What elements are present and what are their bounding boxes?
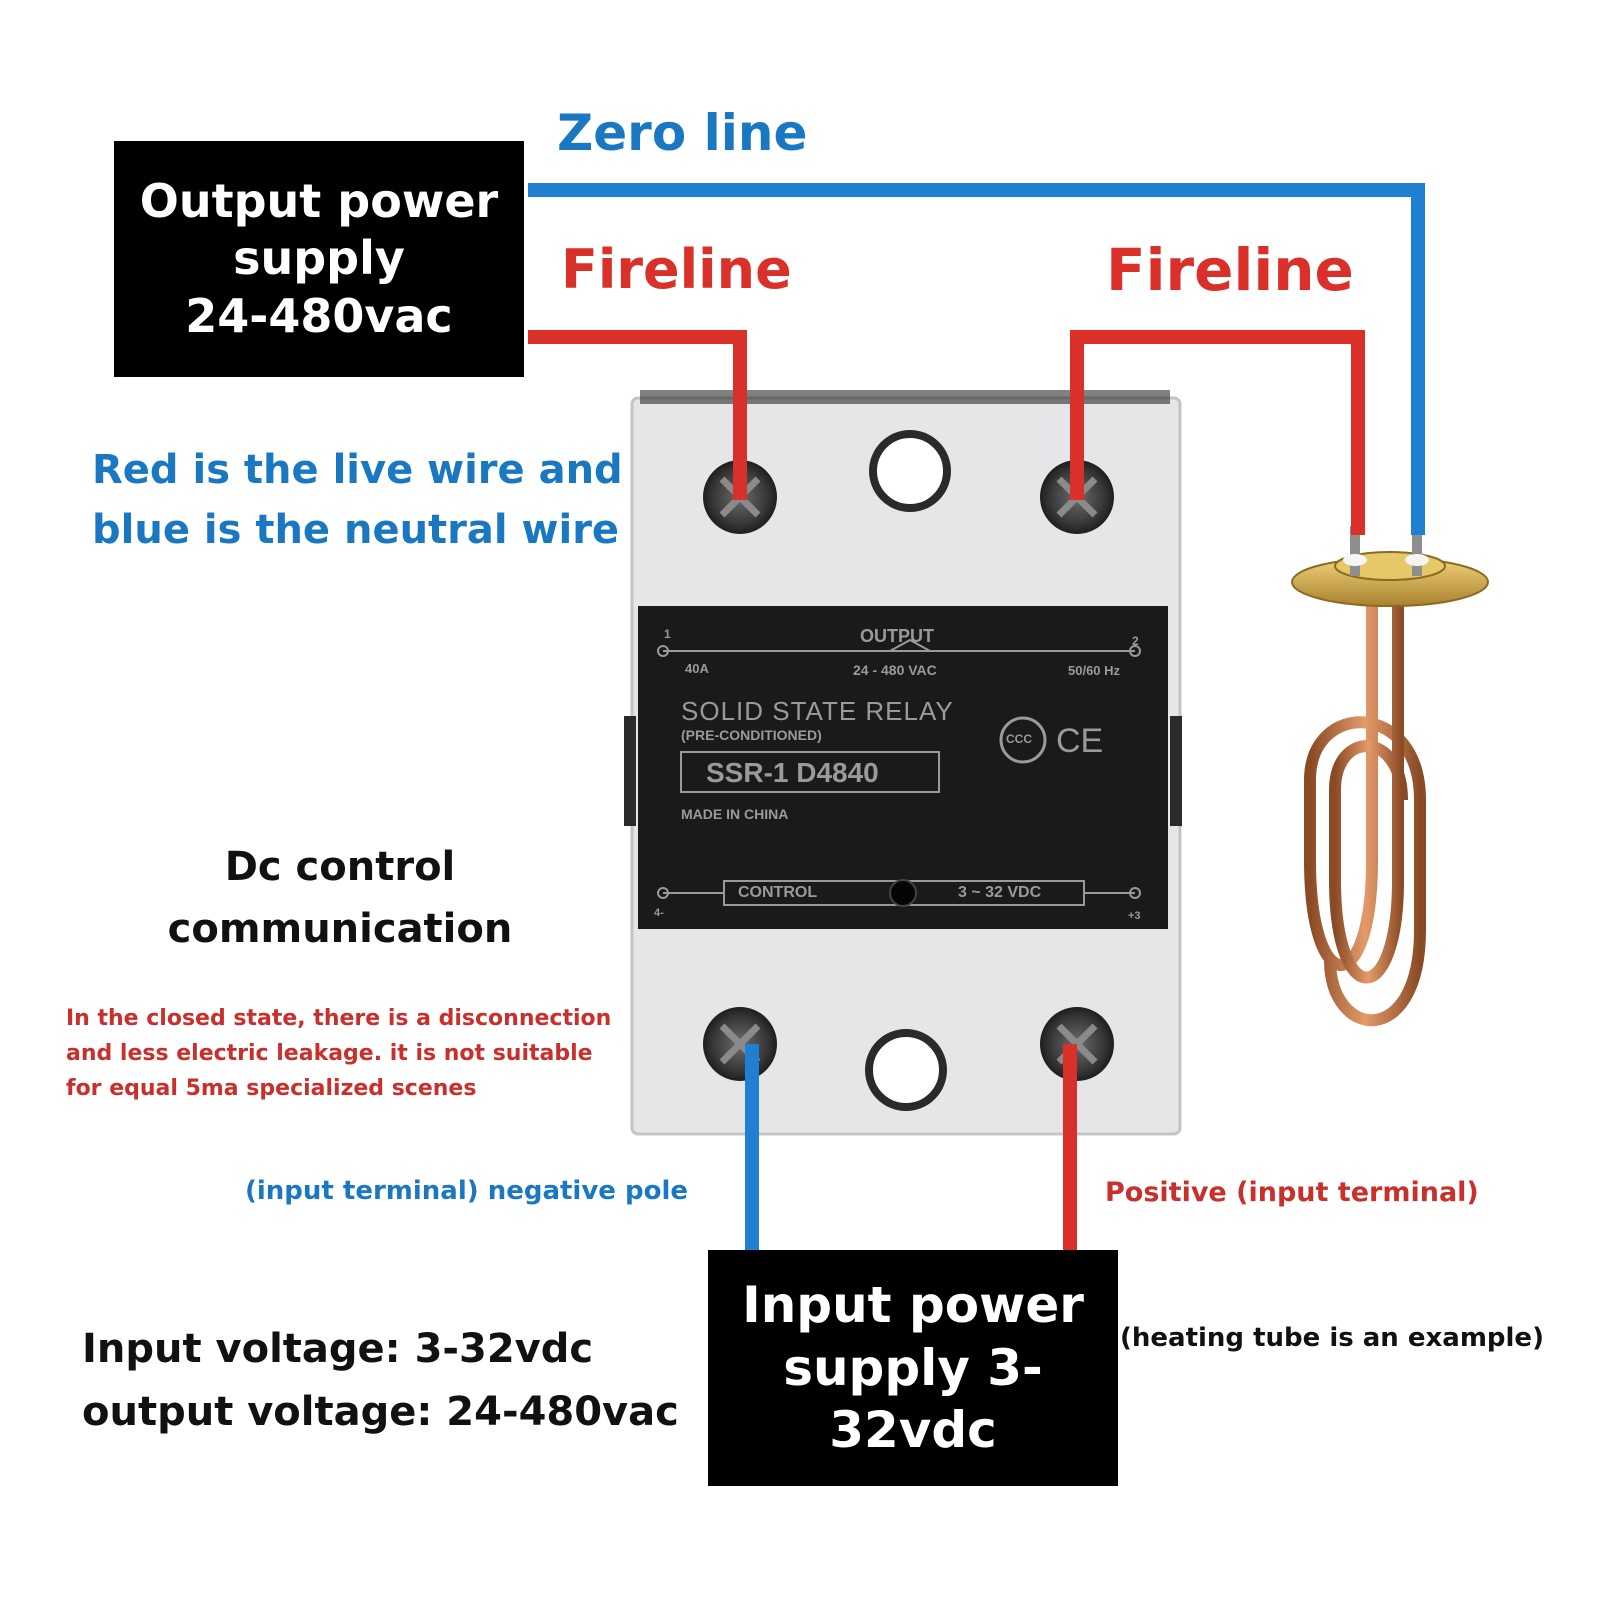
- input-supply-line-2: supply 3-32vdc: [783, 1338, 1043, 1460]
- relay-voltage-ac: 24 - 480 VAC: [853, 662, 937, 678]
- relay-title: SOLID STATE RELAY: [681, 696, 954, 726]
- zero-line-wire: [528, 183, 1425, 535]
- dc-control-line-1: Dc control: [224, 844, 456, 890]
- relay-subtitle: (PRE-CONDITIONED): [681, 727, 822, 743]
- fireline-left-label: Fireline: [561, 238, 792, 301]
- spec-input-voltage: Input voltage: 3-32vdc: [82, 1326, 594, 1372]
- relay-terminal-dot-3: [1129, 887, 1141, 899]
- output-supply-line-3: 24-480vac: [185, 288, 453, 343]
- leakage-note: In the closed state, there is a disconne…: [66, 1001, 611, 1106]
- relay-terminal-dot-2: [1129, 645, 1141, 657]
- relay-terminal-dot-4: [657, 887, 669, 899]
- input-power-supply-box: Input power supply 3-32vdc: [708, 1250, 1118, 1486]
- mounting-hole-top: [869, 430, 951, 512]
- relay-terminal-dot-1: [657, 645, 669, 657]
- relay-model-box: [680, 751, 940, 793]
- ce-logo: CE: [1056, 722, 1104, 760]
- relay-terminal-4: 4-: [654, 907, 664, 919]
- relay-led: [889, 879, 917, 907]
- zero-line-label: Zero line: [557, 104, 808, 162]
- output-supply-line-1: Output power: [139, 173, 499, 228]
- ccc-logo: [999, 716, 1047, 764]
- positive-label: Positive (input terminal): [1105, 1177, 1479, 1208]
- legend-line-2: blue is the neutral wire: [92, 507, 620, 553]
- note-line-3: for equal 5ma specialized scenes: [66, 1076, 477, 1101]
- heating-tube: [1291, 526, 1489, 1026]
- negative-pole-label: (input terminal) negative pole: [245, 1176, 688, 1206]
- relay-side-tab-right: [1170, 716, 1182, 826]
- relay-side-tab-left: [624, 716, 636, 826]
- relay-top-shadow: [640, 390, 1170, 404]
- spec-output-voltage: output voltage: 24-480vac: [82, 1389, 679, 1435]
- relay-output-label: OUTPUT: [860, 626, 934, 646]
- relay-terminal-2: 2: [1132, 634, 1139, 648]
- dc-control-line-2: communication: [167, 906, 513, 952]
- mounting-hole-bottom: [865, 1029, 947, 1111]
- ccc-logo-text: CCC: [1006, 732, 1032, 746]
- relay-model: SSR-1 D4840: [706, 757, 879, 788]
- note-line-2: and less electric leakage. it is not sui…: [66, 1041, 593, 1066]
- relay-terminal-1: 1: [664, 627, 671, 641]
- relay-current: 40A: [685, 661, 709, 676]
- relay-label-panel: [638, 606, 1168, 929]
- relay-origin: MADE IN CHINA: [681, 806, 789, 822]
- terminal-screw-bottom-left: [703, 1007, 777, 1081]
- heating-tube-caption: (heating tube is an example): [1120, 1323, 1544, 1353]
- relay-switch-symbol: [889, 638, 931, 652]
- fireline-wire-right: [1070, 330, 1365, 535]
- output-power-supply-box: Output power supply 24-480vac: [114, 141, 524, 377]
- fireline-wire-left: [528, 330, 747, 500]
- voltage-specs: Input voltage: 3-32vdc output voltage: 2…: [82, 1318, 679, 1444]
- fireline-right-label: Fireline: [1106, 236, 1354, 304]
- dc-control-label: Dc control communication: [160, 836, 520, 960]
- input-supply-line-1: Input power: [742, 1276, 1084, 1335]
- relay-terminal-3: +3: [1128, 910, 1141, 922]
- output-supply-line-2: supply: [233, 231, 405, 286]
- note-line-1: In the closed state, there is a disconne…: [66, 1006, 612, 1031]
- relay-control-label: CONTROL: [738, 884, 818, 901]
- wire-color-legend: Red is the live wire and blue is the neu…: [92, 440, 623, 560]
- legend-line-1: Red is the live wire and: [92, 447, 623, 493]
- relay-control-voltage: 3 ~ 32 VDC: [958, 884, 1042, 901]
- relay-frequency: 50/60 Hz: [1068, 663, 1121, 678]
